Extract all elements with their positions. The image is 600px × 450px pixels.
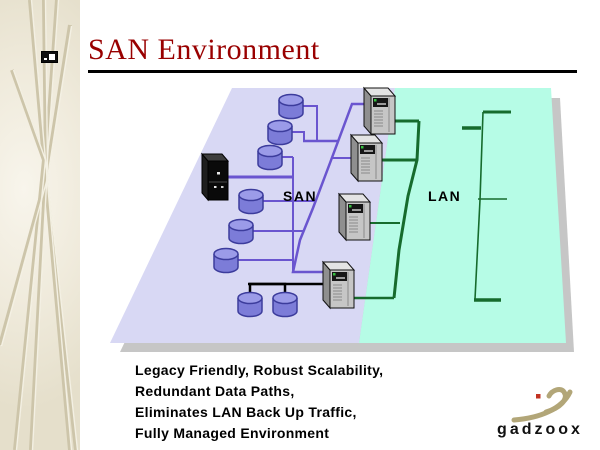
disk-cylinder — [257, 144, 283, 171]
server-tower — [338, 193, 371, 241]
body-text: Legacy Friendly, Robust Scalability, Red… — [135, 360, 465, 444]
image-placeholder-icon — [41, 51, 58, 63]
lan-label: LAN — [428, 188, 461, 204]
san-label: SAN — [283, 188, 317, 204]
disk-cylinder — [278, 93, 304, 120]
lan-network-lines — [354, 110, 511, 302]
logo-swoosh-icon — [511, 386, 573, 423]
black-server-tower — [201, 153, 229, 201]
gadzoox-logo: gadzoox — [488, 383, 592, 443]
disk-cylinder — [228, 218, 254, 245]
storage-bus-lines — [248, 282, 330, 292]
server-tower — [322, 261, 355, 309]
body-line: Fully Managed Environment — [135, 425, 330, 441]
disk-cylinder — [272, 291, 298, 318]
body-line: Legacy Friendly, Robust Scalability, — [135, 362, 384, 378]
logo-text: gadzoox — [497, 421, 583, 438]
title-underline — [88, 70, 577, 73]
sidebar-art — [0, 0, 80, 450]
lan-region — [359, 88, 566, 343]
disk-cylinder — [238, 188, 264, 215]
disk-cylinder — [213, 247, 239, 274]
body-line: Redundant Data Paths, — [135, 383, 295, 399]
server-tower — [350, 134, 383, 182]
logo-dot — [536, 394, 541, 399]
page-title: SAN Environment — [88, 33, 320, 66]
disk-cylinder — [237, 291, 263, 318]
disk-cylinder — [267, 119, 293, 146]
san-network-lines — [228, 102, 371, 274]
body-line: Eliminates LAN Back Up Traffic, — [135, 404, 357, 420]
server-tower — [363, 87, 396, 135]
